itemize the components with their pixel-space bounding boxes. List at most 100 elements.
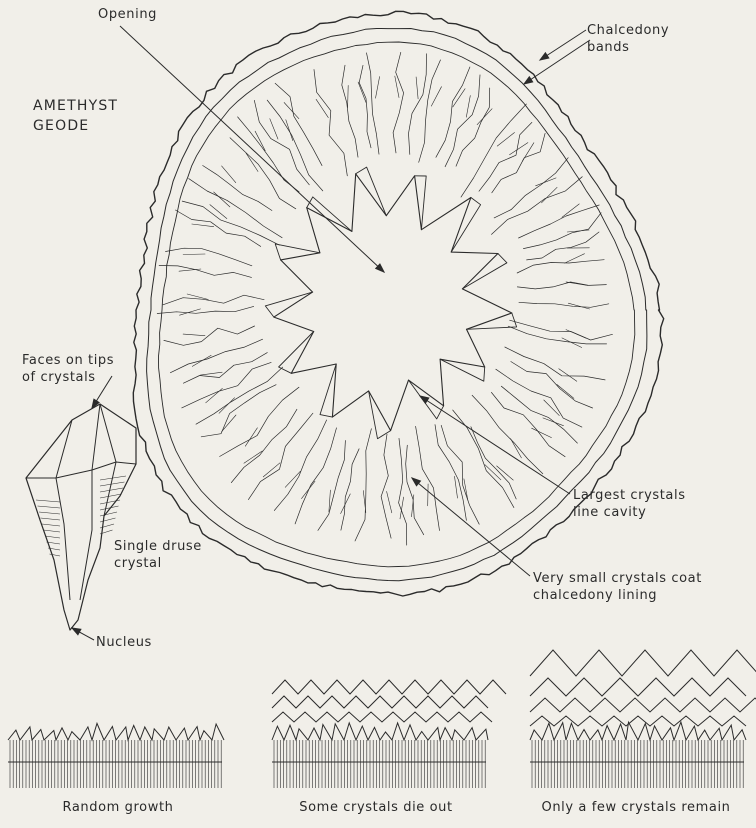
crystal-branch: [557, 385, 574, 399]
label-small-crystals: Very small crystals coat chalcedony lini…: [533, 570, 702, 604]
crystal-boundary: [203, 166, 272, 211]
crystal-boundary: [436, 67, 470, 157]
crystal-boundary: [435, 425, 466, 521]
crystal-boundary: [318, 441, 346, 531]
crystal-branch: [200, 372, 222, 375]
crystal-boundary: [359, 65, 371, 148]
crystal-branch: [183, 254, 205, 255]
crystal-branch: [222, 415, 236, 432]
crystal-striation: [41, 518, 61, 520]
crystal-striation: [100, 512, 117, 516]
crystal-branch: [263, 463, 280, 477]
label-faces-on-tips: Faces on tips of crystals: [22, 352, 114, 386]
crystal-boundary: [182, 201, 279, 245]
crystal-boundary: [355, 429, 371, 541]
crystal-striation: [100, 482, 125, 486]
crystal-striation: [50, 554, 61, 556]
crystal-branch: [245, 428, 257, 446]
crystal-branch: [244, 451, 262, 463]
crystal-boundary: [510, 320, 613, 340]
crystal-branch: [348, 85, 349, 107]
crystal-boundary: [517, 282, 606, 289]
crystal-boundary: [170, 339, 262, 373]
caption-few-remain: Only a few crystals remain: [526, 800, 746, 815]
druse-crystal: [26, 404, 136, 630]
crystal-boundary: [164, 326, 255, 345]
crystal-boundary: [416, 426, 440, 530]
growth-layer: [530, 678, 746, 696]
label-single-druse-crystal: Single druse crystal: [114, 538, 202, 572]
crystal-boundary: [166, 248, 252, 266]
arrow-opening: [120, 26, 384, 272]
crystal-boundary: [409, 54, 427, 155]
crystal-branch: [302, 481, 316, 498]
crystal-branch: [192, 355, 211, 366]
crystal-row: [530, 722, 746, 740]
crystal-branch: [376, 77, 380, 99]
crystal-boundary: [517, 260, 604, 273]
growth-layer: [530, 650, 756, 676]
crystal-edge: [56, 462, 136, 478]
crystal-boundary: [472, 395, 543, 474]
crystal-branch: [416, 77, 418, 99]
crystal-branch: [566, 282, 588, 286]
crystal-boundary: [479, 122, 532, 191]
crystal-face: [451, 198, 480, 253]
crystal-boundary: [274, 420, 326, 511]
growth-layer: [272, 712, 492, 722]
crystal-branch: [285, 471, 300, 487]
caption-random-growth: Random growth: [8, 800, 228, 815]
crystal-boundary: [342, 65, 358, 157]
label-opening: Opening: [98, 6, 157, 23]
crystal-branch: [566, 330, 586, 339]
crystal-boundary: [367, 53, 380, 154]
crystal-branch: [543, 418, 564, 426]
crystal-branch: [387, 491, 392, 512]
crystal-striation: [42, 524, 60, 526]
crystal-boundary: [456, 88, 490, 166]
crystal-face: [265, 292, 312, 317]
growth-layer: [272, 696, 488, 708]
crystal-face: [462, 254, 507, 289]
crystal-branch: [192, 224, 214, 227]
crystal-boundary: [505, 347, 605, 380]
crystal-branch: [286, 120, 293, 141]
crystal-striation: [100, 488, 123, 492]
crystal-branch: [477, 109, 492, 125]
crystal-boundary: [519, 302, 609, 307]
crystal-branch: [559, 369, 577, 382]
crystal-boundary: [267, 100, 323, 191]
crystal-branch: [536, 178, 557, 186]
crystal-branch: [511, 439, 522, 458]
crystal-branch: [358, 82, 366, 103]
crystal-edge: [92, 404, 100, 470]
caption-some-die-out: Some crystals die out: [266, 800, 486, 815]
crystal-face: [307, 197, 352, 232]
crystal-boundary: [393, 52, 404, 153]
growth-stage-random: [8, 723, 224, 788]
growth-stage-few-remain: [530, 650, 756, 788]
crystal-branch: [455, 476, 458, 498]
crystal-boundary: [527, 232, 599, 260]
chalcedony-band-outer: [147, 29, 647, 581]
crystal-boundary: [419, 60, 441, 162]
crystal-face: [369, 391, 391, 439]
crystal-branch: [214, 192, 230, 207]
crystal-striation: [45, 536, 60, 538]
crystal-face: [275, 244, 320, 260]
crystal-branch: [255, 131, 265, 151]
crystal-branch: [562, 204, 579, 218]
crystal-face: [279, 332, 314, 374]
crystal-boundary: [491, 392, 565, 456]
crystal-boundary: [508, 326, 606, 344]
crystal-face: [440, 359, 485, 381]
growth-layer: [530, 716, 746, 726]
crystal-branch: [466, 96, 470, 118]
label-largest-crystals: Largest crystals line cavity: [573, 487, 686, 521]
crystal-boundary: [453, 410, 514, 508]
crystal-boundary: [231, 409, 297, 482]
crystal-branch: [219, 398, 235, 414]
arrow-nucleus-head: [72, 628, 81, 635]
crystal-branch: [210, 205, 227, 219]
